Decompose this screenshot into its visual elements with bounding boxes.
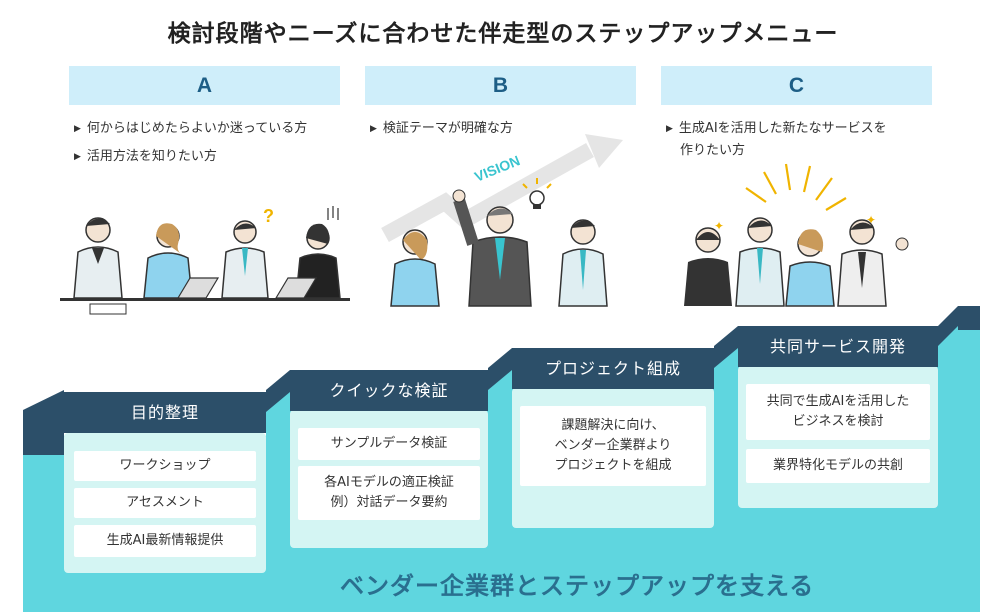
- bullet-text: 生成AIを活用した新たなサービスを: [678, 121, 887, 136]
- question-mark-icon: ?: [263, 206, 274, 226]
- illustration-team: ✦ ✦: [684, 163, 909, 307]
- item-line: 課題解決に向け、: [561, 418, 665, 433]
- step-2-title: クイックな検証: [290, 370, 488, 411]
- bullet-text: 活用方法を知りたい方: [86, 149, 217, 164]
- item-line: プロジェクトを組成: [554, 458, 672, 473]
- step-1-item: アセスメント: [74, 488, 256, 518]
- bullet-text: 何からはじめたらよいか迷っている方: [86, 121, 308, 136]
- column-b-header: B: [365, 66, 636, 105]
- triangle-bullet-icon: ▶: [74, 124, 81, 134]
- step-3-item: 課題解決に向け、 ベンダー企業群より プロジェクトを組成: [520, 406, 706, 486]
- step-2-item: 各AIモデルの適正検証 例）対話データ要約: [298, 466, 480, 520]
- column-c-bullets: ▶ 生成AIを活用した新たなサービスを 作りたい方: [666, 118, 887, 162]
- triangle-bullet-icon: ▶: [74, 152, 81, 162]
- illustration-vision: VISION: [381, 134, 623, 307]
- page-title: 検討段階やニーズに合わせた伴走型のステップアップメニュー: [167, 21, 839, 47]
- slogan: ベンダー企業群とステップアップを支える: [340, 572, 815, 600]
- illustration-meeting: ?: [60, 206, 350, 315]
- column-a-header: A: [69, 66, 340, 105]
- step-1-item: ワークショップ: [74, 451, 256, 481]
- column-a-bullets: ▶ 何からはじめたらよいか迷っている方 ▶ 活用方法を知りたい方: [74, 118, 307, 168]
- step-4-title: 共同サービス開発: [738, 326, 938, 367]
- step-4-item: 業界特化モデルの共創: [746, 449, 930, 483]
- column-c-header: C: [661, 66, 932, 105]
- step-3-title: プロジェクト組成: [512, 348, 714, 389]
- item-line: 例）対話データ要約: [330, 495, 448, 510]
- bullet-text: 作りたい方: [680, 143, 746, 158]
- step-1-title: 目的整理: [64, 392, 266, 433]
- step-1-item: 生成AI最新情報提供: [74, 525, 256, 557]
- item-line: ベンダー企業群より: [554, 438, 672, 453]
- triangle-bullet-icon: ▶: [666, 124, 673, 134]
- lightbulb-icon: [522, 178, 552, 209]
- triangle-bullet-icon: ▶: [370, 124, 377, 134]
- item-line: ビジネスを検討: [792, 414, 884, 429]
- step-4-item: 共同で生成AIを活用した ビジネスを検討: [746, 384, 930, 440]
- vision-arrow-icon: [381, 143, 594, 243]
- step-2-item: サンプルデータ検証: [298, 428, 480, 460]
- svg-text:✦: ✦: [714, 219, 724, 233]
- item-line: 各AIモデルの適正検証: [324, 475, 454, 490]
- item-line: 共同で生成AIを活用した: [766, 394, 910, 409]
- svg-text:✦: ✦: [866, 213, 876, 227]
- column-b-bullets: ▶ 検証テーマが明確な方: [370, 118, 513, 140]
- bullet-text: 検証テーマが明確な方: [382, 121, 513, 136]
